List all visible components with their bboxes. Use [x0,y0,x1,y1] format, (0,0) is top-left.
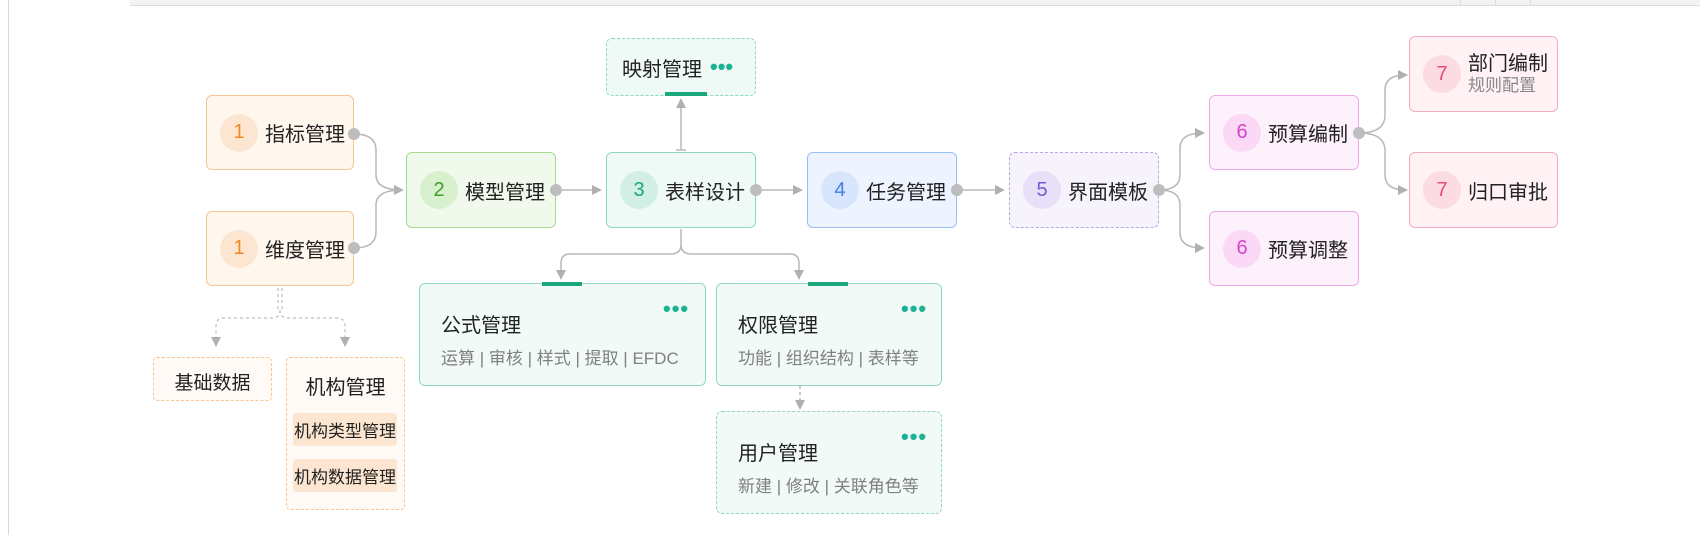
connector-dot [1153,184,1165,196]
org-data-management-item[interactable]: 机构数据管理 [293,459,397,492]
node-dimension-management[interactable]: 1 维度管理 [206,211,354,286]
node-mapping-management[interactable]: 映射管理 ••• [606,38,756,96]
step-number: 6 [1223,113,1261,152]
card-formula-management[interactable]: 公式管理 运算 | 审核 | 样式 | 提取 | EFDC ••• [419,283,706,386]
card-permission-management[interactable]: 权限管理 功能 | 组织结构 | 表样等 ••• [716,283,942,386]
more-icon[interactable]: ••• [710,54,734,79]
card-title: 用户管理 [738,443,818,465]
node-label: 维度管理 [265,240,345,262]
node-label: 映射管理 [622,58,702,81]
node-label-group: 部门编制 规则配置 [1468,54,1548,94]
more-icon[interactable]: ••• [663,296,690,321]
step-number: 7 [1423,171,1461,209]
connector-dot [951,184,963,196]
connector-dot [348,128,360,140]
card-subtitle: 新建 | 修改 | 关联角色等 [738,477,919,496]
step-number: 6 [1223,229,1261,268]
step-number: 4 [821,171,859,209]
card-user-management[interactable]: 用户管理 新建 | 修改 | 关联角色等 ••• [716,411,942,514]
node-label: 指标管理 [265,124,345,146]
accent-bar [665,92,707,96]
card-title: 公式管理 [441,315,521,337]
node-label: 基础数据 [174,373,251,394]
node-base-data[interactable]: 基础数据 [153,357,272,401]
node-label: 模型管理 [465,181,545,204]
node-indicator-management[interactable]: 1 指标管理 [206,95,354,170]
node-model-management[interactable]: 2 模型管理 [406,152,556,228]
connector-dot [348,242,360,254]
node-label: 预算调整 [1268,240,1348,262]
connector-dot [1353,127,1365,139]
node-budget-adjust[interactable]: 6 预算调整 [1209,211,1359,286]
top-toolbar-strip [130,0,1700,6]
connector-dot [750,184,762,196]
node-department-compile[interactable]: 7 部门编制 规则配置 [1409,36,1558,112]
node-label: 界面模板 [1068,181,1148,204]
node-centralized-approval[interactable]: 7 归口审批 [1409,152,1558,228]
step-number: 7 [1423,55,1461,93]
step-number: 1 [220,113,258,152]
node-table-design[interactable]: 3 表样设计 [606,152,756,228]
node-label: 预算编制 [1268,124,1348,146]
node-label: 归口审批 [1468,181,1548,204]
node-org-management[interactable]: 机构管理 机构类型管理 机构数据管理 [286,357,405,510]
node-task-management[interactable]: 4 任务管理 [807,152,957,228]
more-icon[interactable]: ••• [901,424,928,449]
step-number: 3 [620,171,658,209]
node-label: 部门编制 [1468,53,1548,75]
connector-dot [550,184,562,196]
more-icon[interactable]: ••• [901,296,928,321]
accent-bar [808,282,848,286]
card-title: 权限管理 [738,315,818,337]
node-ui-template[interactable]: 5 界面模板 [1009,152,1159,228]
step-number: 1 [220,229,258,268]
node-label: 机构管理 [305,377,386,399]
card-subtitle: 运算 | 审核 | 样式 | 提取 | EFDC [441,349,679,368]
step-number: 5 [1023,171,1061,209]
node-sublabel: 规则配置 [1468,76,1536,95]
node-budget-compile[interactable]: 6 预算编制 [1209,95,1359,170]
card-subtitle: 功能 | 组织结构 | 表样等 [738,349,919,368]
org-type-management-item[interactable]: 机构类型管理 [293,413,397,446]
node-label: 任务管理 [866,181,946,204]
node-label: 表样设计 [665,181,745,204]
frame-left-border [8,0,9,535]
step-number: 2 [420,171,458,209]
accent-bar [542,282,582,286]
